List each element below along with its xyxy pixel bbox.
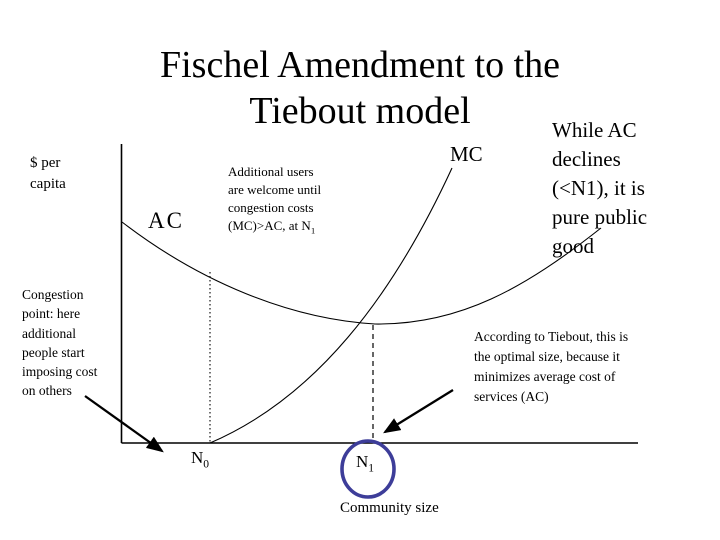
n1-tick-label: N1 bbox=[356, 452, 375, 475]
congestion-arrow bbox=[84, 395, 164, 453]
annotation-optimal-size: According to Tiebout, this is the optima… bbox=[474, 329, 629, 404]
annotation-users-welcome-lastline: (MC)>AC, at N1 bbox=[228, 218, 316, 236]
annotation-users-welcome: Additional users are welcome until conge… bbox=[228, 163, 321, 240]
y-axis-label: $ per capita bbox=[30, 155, 66, 192]
ac-curve-label: AC bbox=[148, 208, 184, 233]
annotation-users-welcome-lines: Additional users are welcome until conge… bbox=[228, 164, 322, 215]
x-axis-label: Community size bbox=[340, 500, 439, 516]
annotation-congestion-point: Congestion point: here additional people… bbox=[22, 287, 98, 399]
annotation-while-ac-declines: While AC declines (<N1), it is pure publ… bbox=[552, 118, 648, 258]
optimal-size-arrow bbox=[383, 389, 454, 434]
slide-title: Fischel Amendment to the Tiebout model bbox=[159, 44, 560, 132]
mc-curve bbox=[209, 167, 453, 444]
mc-curve-label: MC bbox=[450, 142, 483, 166]
n1-circle bbox=[340, 439, 396, 499]
n0-tick-label: N0 bbox=[191, 448, 210, 471]
ac-curve bbox=[121, 221, 602, 325]
